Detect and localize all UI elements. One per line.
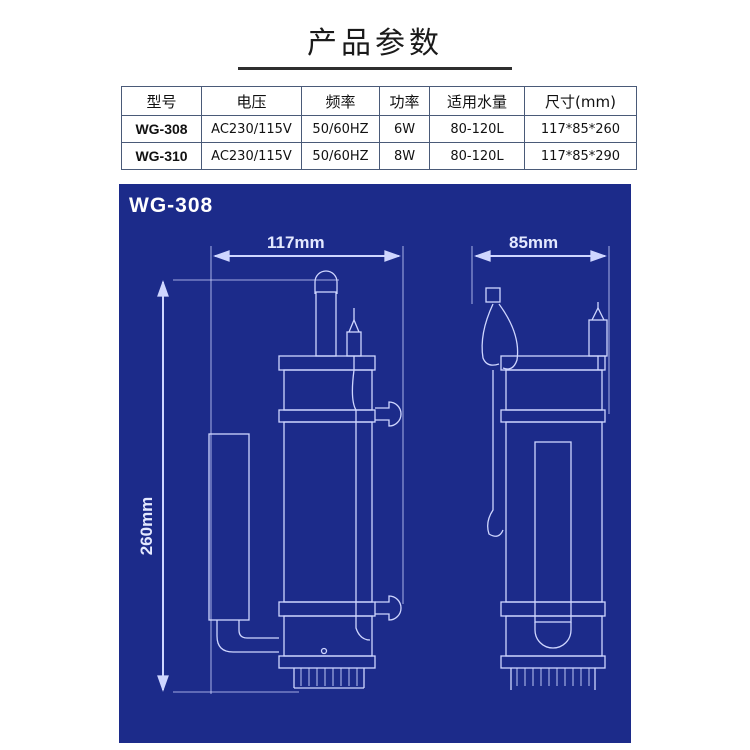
cell-size: 117*85*290 <box>524 142 637 170</box>
cell-model: WG-310 <box>121 142 202 170</box>
depth-label: 85mm <box>509 233 558 252</box>
cell-power: 6W <box>379 115 430 143</box>
table-row: WG-310 AC230/115V 50/60HZ 8W 80-120L 117… <box>121 142 637 170</box>
pump-diagram: 117mm 85mm 260mm <box>137 233 610 694</box>
cell-frequency: 50/60HZ <box>301 115 380 143</box>
header-frequency: 频率 <box>301 86 380 116</box>
cell-power: 8W <box>379 142 430 170</box>
header-water-volume: 适用水量 <box>429 86 525 116</box>
header-size: 尺寸(mm) <box>524 86 637 116</box>
header-model: 型号 <box>121 86 202 116</box>
table-header-row: 型号 电压 频率 功率 适用水量 尺寸(mm) <box>121 86 637 116</box>
table-row: WG-308 AC230/115V 50/60HZ 6W 80-120L 117… <box>121 115 637 143</box>
cell-water-volume: 80-120L <box>429 142 525 170</box>
depth-dimension <box>471 246 610 414</box>
cell-voltage: AC230/115V <box>201 142 302 170</box>
cell-model: WG-308 <box>121 115 202 143</box>
height-dimension <box>157 279 339 693</box>
cell-frequency: 50/60HZ <box>301 142 380 170</box>
cell-water-volume: 80-120L <box>429 115 525 143</box>
diagram-panel: WG-308 <box>119 184 631 743</box>
front-view <box>208 270 402 689</box>
cell-size: 117*85*260 <box>524 115 637 143</box>
title-underline <box>238 67 512 70</box>
side-view <box>481 287 608 690</box>
height-label: 260mm <box>137 497 156 556</box>
width-dimension <box>210 246 404 694</box>
cell-voltage: AC230/115V <box>201 115 302 143</box>
spec-table: 型号 电压 频率 功率 适用水量 尺寸(mm) WG-308 AC230/115… <box>121 86 637 170</box>
header-power: 功率 <box>379 86 430 116</box>
diagram-model-label: WG-308 <box>129 194 214 217</box>
header-voltage: 电压 <box>201 86 302 116</box>
width-label: 117mm <box>267 233 325 252</box>
page-title: 产品参数 <box>307 26 443 61</box>
